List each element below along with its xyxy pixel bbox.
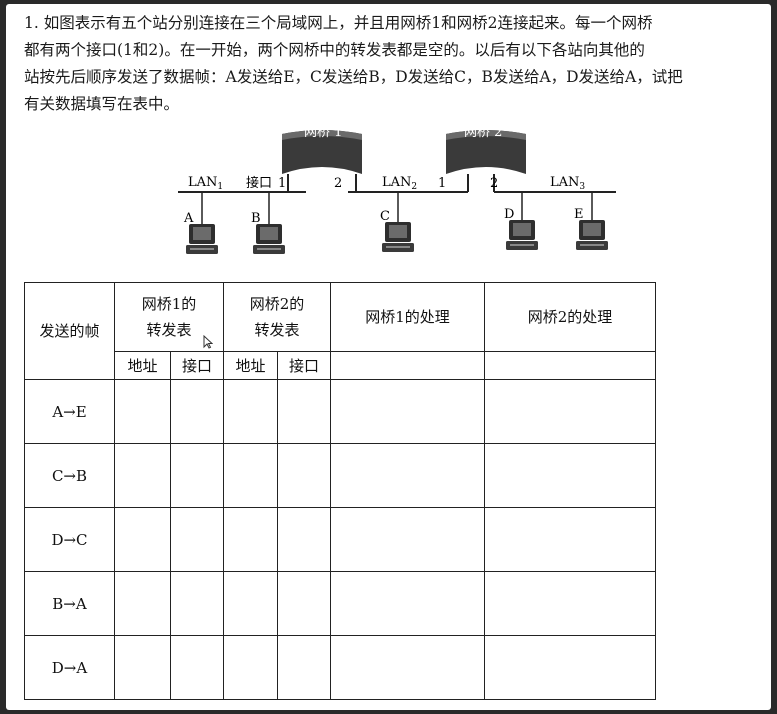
- cell: [223, 443, 278, 508]
- cell: [170, 507, 224, 572]
- cell: [330, 571, 485, 636]
- subheader-b1-port: 接口: [170, 351, 224, 380]
- station-a-label: A: [183, 211, 194, 226]
- cell: [484, 635, 656, 700]
- cell: [114, 571, 171, 636]
- cell: [330, 507, 485, 572]
- cell: [223, 379, 278, 444]
- document-page: 1. 如图表示有五个站分别连接在三个局域网上，并且用网桥1和网桥2连接起来。每一…: [6, 4, 771, 710]
- cell: [484, 379, 656, 444]
- table-row: D→C: [24, 507, 656, 572]
- station-b: B: [251, 211, 285, 254]
- bridge1-port1-label: 1: [278, 176, 286, 191]
- cell: [170, 379, 224, 444]
- bridge-2: 网桥 2: [446, 125, 526, 192]
- mouse-pointer-icon: [203, 335, 213, 349]
- header-frame: 发送的帧: [24, 282, 115, 380]
- row-frame-label: B→A: [24, 571, 115, 636]
- answer-table: 发送的帧 网桥1的 转发表 网桥2的 转发表 网桥1的处理 网桥2的处理 地址 …: [24, 282, 656, 700]
- lan2-label: LAN2: [382, 175, 417, 192]
- header-bridge2-table: 网桥2的 转发表: [223, 282, 331, 352]
- question-line-3: 站按先后顺序发送了数据帧：A发送给E，C发送给B，D发送给C，B发送给A，D发送…: [24, 68, 683, 86]
- bridge-2-label: 网桥 2: [464, 125, 502, 140]
- subheader-b2-port: 接口: [277, 351, 331, 380]
- network-diagram: 网桥 1 网桥 2 LAN1 接口 1 2 LAN2 1 2 LAN3 A: [178, 125, 616, 254]
- cell: [223, 507, 278, 572]
- cell: [223, 635, 278, 700]
- cell: [277, 635, 331, 700]
- cell: [114, 507, 171, 572]
- cell: [170, 443, 224, 508]
- cell: [277, 379, 331, 444]
- cell: [330, 379, 485, 444]
- header-bridge1-action: 网桥1的处理: [330, 282, 485, 352]
- bridge-1-label: 网桥 1: [304, 125, 342, 140]
- cell: [114, 379, 171, 444]
- bridge2-port1-label: 1: [438, 176, 446, 191]
- cell: [114, 443, 171, 508]
- bridge-1: 网桥 1: [282, 125, 362, 192]
- question-line-1: 1. 如图表示有五个站分别连接在三个局域网上，并且用网桥1和网桥2连接起来。每一…: [24, 14, 653, 32]
- station-d: D: [504, 207, 538, 250]
- cell: [114, 635, 171, 700]
- station-c: C: [380, 209, 414, 252]
- cell: [484, 443, 656, 508]
- port-word-label: 接口: [246, 175, 272, 191]
- row-frame-label: A→E: [24, 379, 115, 444]
- subheader-blank-1: [330, 351, 485, 380]
- cell: [170, 635, 224, 700]
- table-row: B→A: [24, 571, 656, 636]
- station-c-label: C: [380, 209, 390, 224]
- subheader-b1-address: 地址: [114, 351, 171, 380]
- station-e-label: E: [574, 207, 584, 222]
- table-row: C→B: [24, 443, 656, 508]
- bridge1-port2-label: 2: [334, 176, 342, 191]
- station-d-label: D: [504, 207, 514, 222]
- cell: [170, 571, 224, 636]
- station-a: A: [183, 211, 218, 254]
- table-row: D→A: [24, 635, 656, 700]
- question-text: 1. 如图表示有五个站分别连接在三个局域网上，并且用网桥1和网桥2连接起来。每一…: [24, 10, 769, 118]
- table-row: A→E: [24, 379, 656, 444]
- bridge2-port2-label: 2: [490, 176, 498, 191]
- cell: [277, 507, 331, 572]
- question-line-2: 都有两个接口(1和2)。在一开始，两个网桥中的转发表都是空的。以后有以下各站向其…: [24, 41, 645, 59]
- cell: [277, 443, 331, 508]
- station-b-label: B: [251, 211, 261, 226]
- row-frame-label: D→C: [24, 507, 115, 572]
- lan1-label: LAN1: [188, 175, 223, 192]
- lan3-label: LAN3: [550, 175, 585, 192]
- cell: [330, 635, 485, 700]
- row-frame-label: D→A: [24, 635, 115, 700]
- question-line-4: 有关数据填写在表中。: [24, 95, 180, 113]
- subheader-blank-2: [484, 351, 656, 380]
- subheader-b2-address: 地址: [223, 351, 278, 380]
- cell: [277, 571, 331, 636]
- cell: [330, 443, 485, 508]
- cell: [484, 507, 656, 572]
- row-frame-label: C→B: [24, 443, 115, 508]
- cell: [223, 571, 278, 636]
- cell: [484, 571, 656, 636]
- header-bridge2-action: 网桥2的处理: [484, 282, 656, 352]
- station-e: E: [574, 207, 608, 250]
